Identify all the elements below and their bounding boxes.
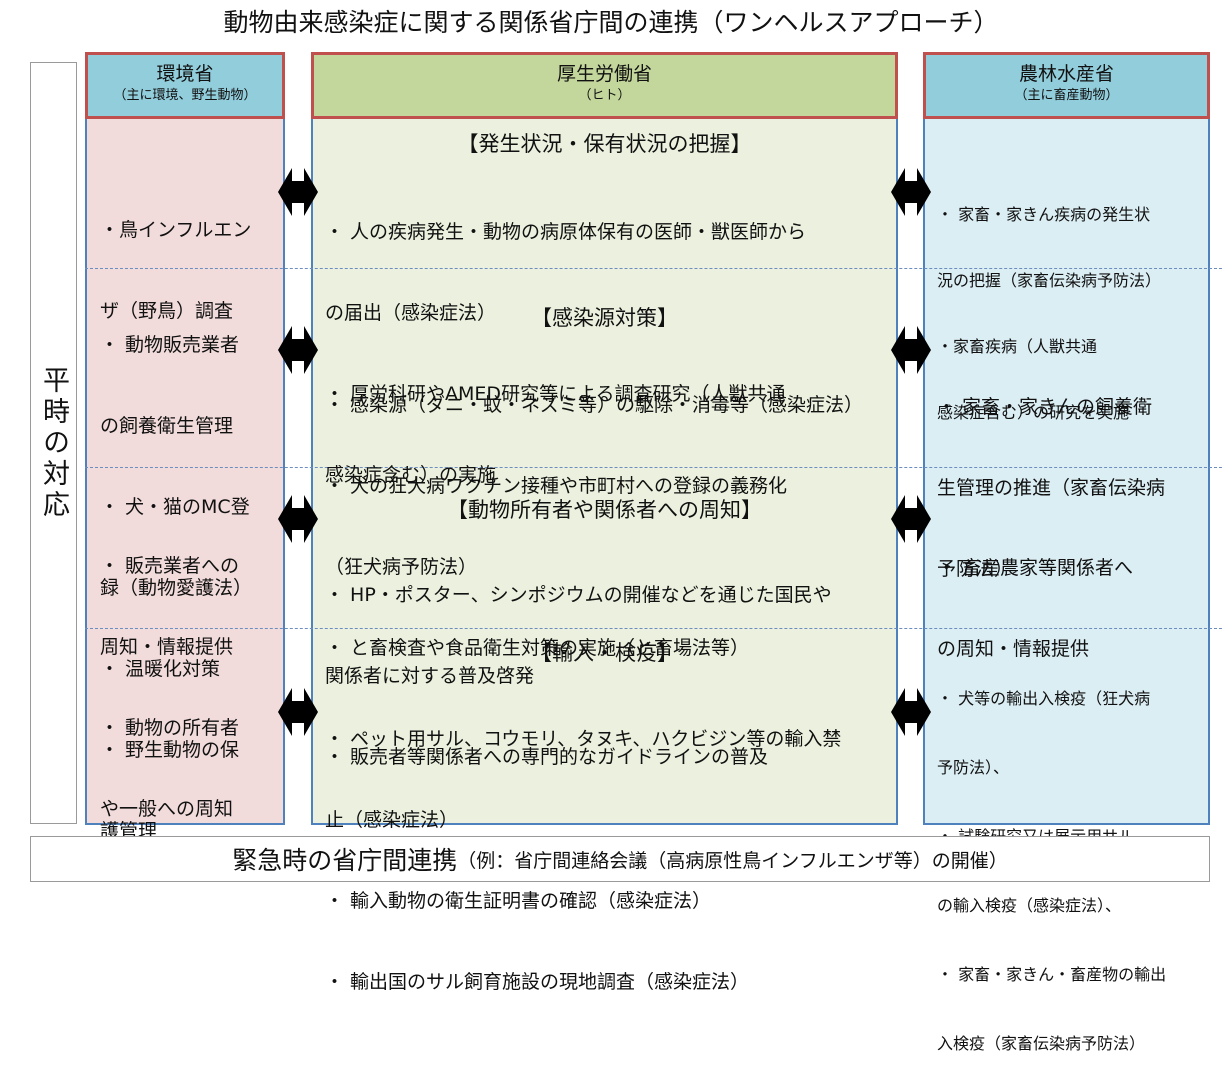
env-row3-text: ・ 販売業者への 周知・情報提供 ・ 動物の所有者 や一般への周知	[100, 499, 239, 850]
text-line: ・ 家畜・家きん疾病の発生状	[937, 205, 1151, 224]
text-line: 関係者に対する普及啓発	[325, 665, 535, 687]
text-line: ・家畜疾病（人獣共通	[937, 337, 1098, 356]
text-line: ・ と畜検査や食品衛生対策の実施（と畜場法等）	[325, 637, 750, 659]
text-line: ・ 輸出国のサル飼育施設の現地調査（感染症法）	[325, 971, 750, 993]
double-headed-arrow-icon	[278, 495, 318, 543]
maff-row2-text: ・ 家畜・家きんの飼養衛 生管理の推進（家畜伝染病 予防法）	[937, 340, 1165, 610]
text-line: ・ 輸入動物の衛生証明書の確認（感染症法）	[325, 890, 712, 912]
text-line: ザ（野鳥）調査	[100, 300, 234, 322]
header-maff-sub: （主に畜産動物）	[1014, 88, 1119, 103]
mhlw-row3-text: ・ HP・ポスター、シンポジウムの開催などを通じた国民や 関係者に対する普及啓発…	[325, 528, 832, 798]
header-mhlw-name: 厚生労働省	[556, 63, 652, 85]
double-headed-arrow-icon	[891, 168, 931, 216]
double-headed-arrow-icon	[278, 326, 318, 374]
text-line: ・ 犬の狂犬病ワクチン接種や市町村への登録の義務化	[325, 475, 788, 497]
header-maff-name: 農林水産省	[1018, 63, 1114, 85]
text-line: ・ HP・ポスター、シンポジウムの開催などを通じた国民や	[325, 584, 832, 606]
mhlw-row1-text: ・ 人の疾病発生・動物の病原体保有の医師・獣医師から の届出（感染症法） ・ 厚…	[325, 165, 806, 516]
header-env-sub: （主に環境、野生動物）	[113, 88, 257, 103]
text-line: ・ 販売業者への	[100, 555, 240, 577]
double-headed-arrow-icon	[278, 688, 318, 736]
text-line: の届出（感染症法）	[325, 302, 497, 324]
column-env	[85, 119, 285, 825]
text-line: ・ 野生動物の保	[100, 739, 240, 761]
maff-row3-text: ・ 畜産農家等関係者へ の周知・情報提供	[937, 501, 1133, 690]
emergency-coordination-box: 緊急時の省庁間連携（例：省庁間連絡会議（高病原性鳥インフルエンザ等）の開催）	[30, 836, 1210, 882]
env-row1-text: ・鳥インフルエン ザ（野鳥）調査	[100, 163, 251, 352]
text-line: 感染症含む）の研究を実施	[937, 403, 1130, 422]
section-heading-source-control: 【感染源対策】	[531, 306, 678, 330]
section-heading-awareness: 【動物所有者や関係者への周知】	[447, 498, 762, 522]
peacetime-label-text: 平時の対応	[38, 365, 69, 521]
maff-row1-text: ・ 家畜・家きん疾病の発生状 況の把握（家畜伝染病予防法） ・家畜疾病（人獣共通…	[937, 160, 1161, 446]
text-line: ・ 人の疾病発生・動物の病原体保有の医師・獣医師から	[325, 221, 807, 243]
header-mhlw-sub: （ヒト）	[578, 88, 631, 103]
row-separator	[85, 268, 1222, 269]
text-line: ・鳥インフルエン	[100, 219, 252, 241]
double-headed-arrow-icon	[891, 495, 931, 543]
text-line: や一般への周知	[100, 798, 234, 820]
double-headed-arrow-icon	[891, 688, 931, 736]
text-line: 感染症含む）の実施	[325, 464, 497, 486]
section-heading-detection: 【発生状況・保有状況の把握】	[457, 132, 752, 156]
text-line: ・ 犬・猫のMC登	[100, 496, 250, 518]
env-row2-text: ・ 動物販売業者 の飼養衛生管理 ・ 犬・猫のMC登 録（動物愛護法） ・ 温暖…	[100, 278, 252, 872]
text-line: 止（感染症法）	[325, 809, 459, 831]
diagram-title: 動物由来感染症に関する関係省庁間の連携（ワンヘルスアプローチ）	[223, 8, 999, 37]
text-line: 況の把握（家畜伝染病予防法）	[937, 271, 1162, 290]
text-line: ・ 家畜・家きんの飼養衛	[937, 396, 1153, 418]
text-line: ・ 動物販売業者	[100, 334, 240, 356]
text-line: ・ 動物の所有者	[100, 717, 240, 739]
text-line: ・ 温暖化対策	[100, 658, 221, 680]
emergency-main-text: 緊急時の省庁間連携	[232, 846, 458, 875]
mhlw-row2-text: ・ 感染源（ダニ・蚊・ネズミ等）の駆除・消毒等（感染症法） ・ 犬の狂犬病ワクチ…	[325, 338, 863, 689]
text-line: ・ 犬等の輸出入検疫（狂犬病	[937, 689, 1151, 708]
text-line: 録（動物愛護法）	[100, 577, 253, 599]
text-line: 予防法）、	[937, 758, 1010, 777]
text-line: 入検疫（家畜伝染病予防法）	[937, 1034, 1146, 1053]
header-mhlw-ministry: 厚生労働省 （ヒト）	[311, 52, 898, 119]
double-headed-arrow-icon	[278, 168, 318, 216]
text-line: の飼養衛生管理	[100, 415, 234, 437]
text-line: の輸入検疫（感染症法）、	[937, 896, 1122, 915]
emergency-sub-text: （例：省庁間連絡会議（高病原性鳥インフルエンザ等）の開催）	[457, 849, 1008, 872]
double-headed-arrow-icon	[891, 326, 931, 374]
header-env-name: 環境省	[156, 63, 214, 85]
text-line: ・ 販売者等関係者への専門的なガイドラインの普及	[325, 746, 769, 768]
row-separator	[85, 628, 1222, 629]
text-line: ・ ペット用サル、コウモリ、タヌキ、ハクビジン等の輸入禁	[325, 728, 842, 750]
peacetime-label: 平時の対応	[30, 62, 77, 824]
text-line: ・ 感染源（ダニ・蚊・ネズミ等）の駆除・消毒等（感染症法）	[325, 394, 864, 416]
text-line: ・ 家畜・家きん・畜産物の輸出	[937, 965, 1167, 984]
text-line: ・ 厚労科研やAMED研究等による調査研究（人獣共通	[325, 383, 786, 405]
header-env-ministry: 環境省 （主に環境、野生動物）	[85, 52, 285, 119]
section-heading-import-quarantine: 【輸入・検疫】	[531, 641, 678, 665]
text-line: 周知・情報提供	[100, 636, 234, 658]
text-line: （狂犬病予防法）	[325, 556, 478, 578]
header-maff-ministry: 農林水産省 （主に畜産動物）	[923, 52, 1210, 119]
text-line: の周知・情報提供	[937, 638, 1090, 660]
column-mhlw	[311, 119, 898, 825]
text-line: 予防法）	[937, 558, 1014, 580]
text-line: ・ 畜産農家等関係者へ	[937, 557, 1134, 579]
text-line: 生管理の推進（家畜伝染病	[937, 477, 1166, 499]
column-maff	[923, 119, 1210, 825]
row-separator	[85, 467, 1222, 468]
